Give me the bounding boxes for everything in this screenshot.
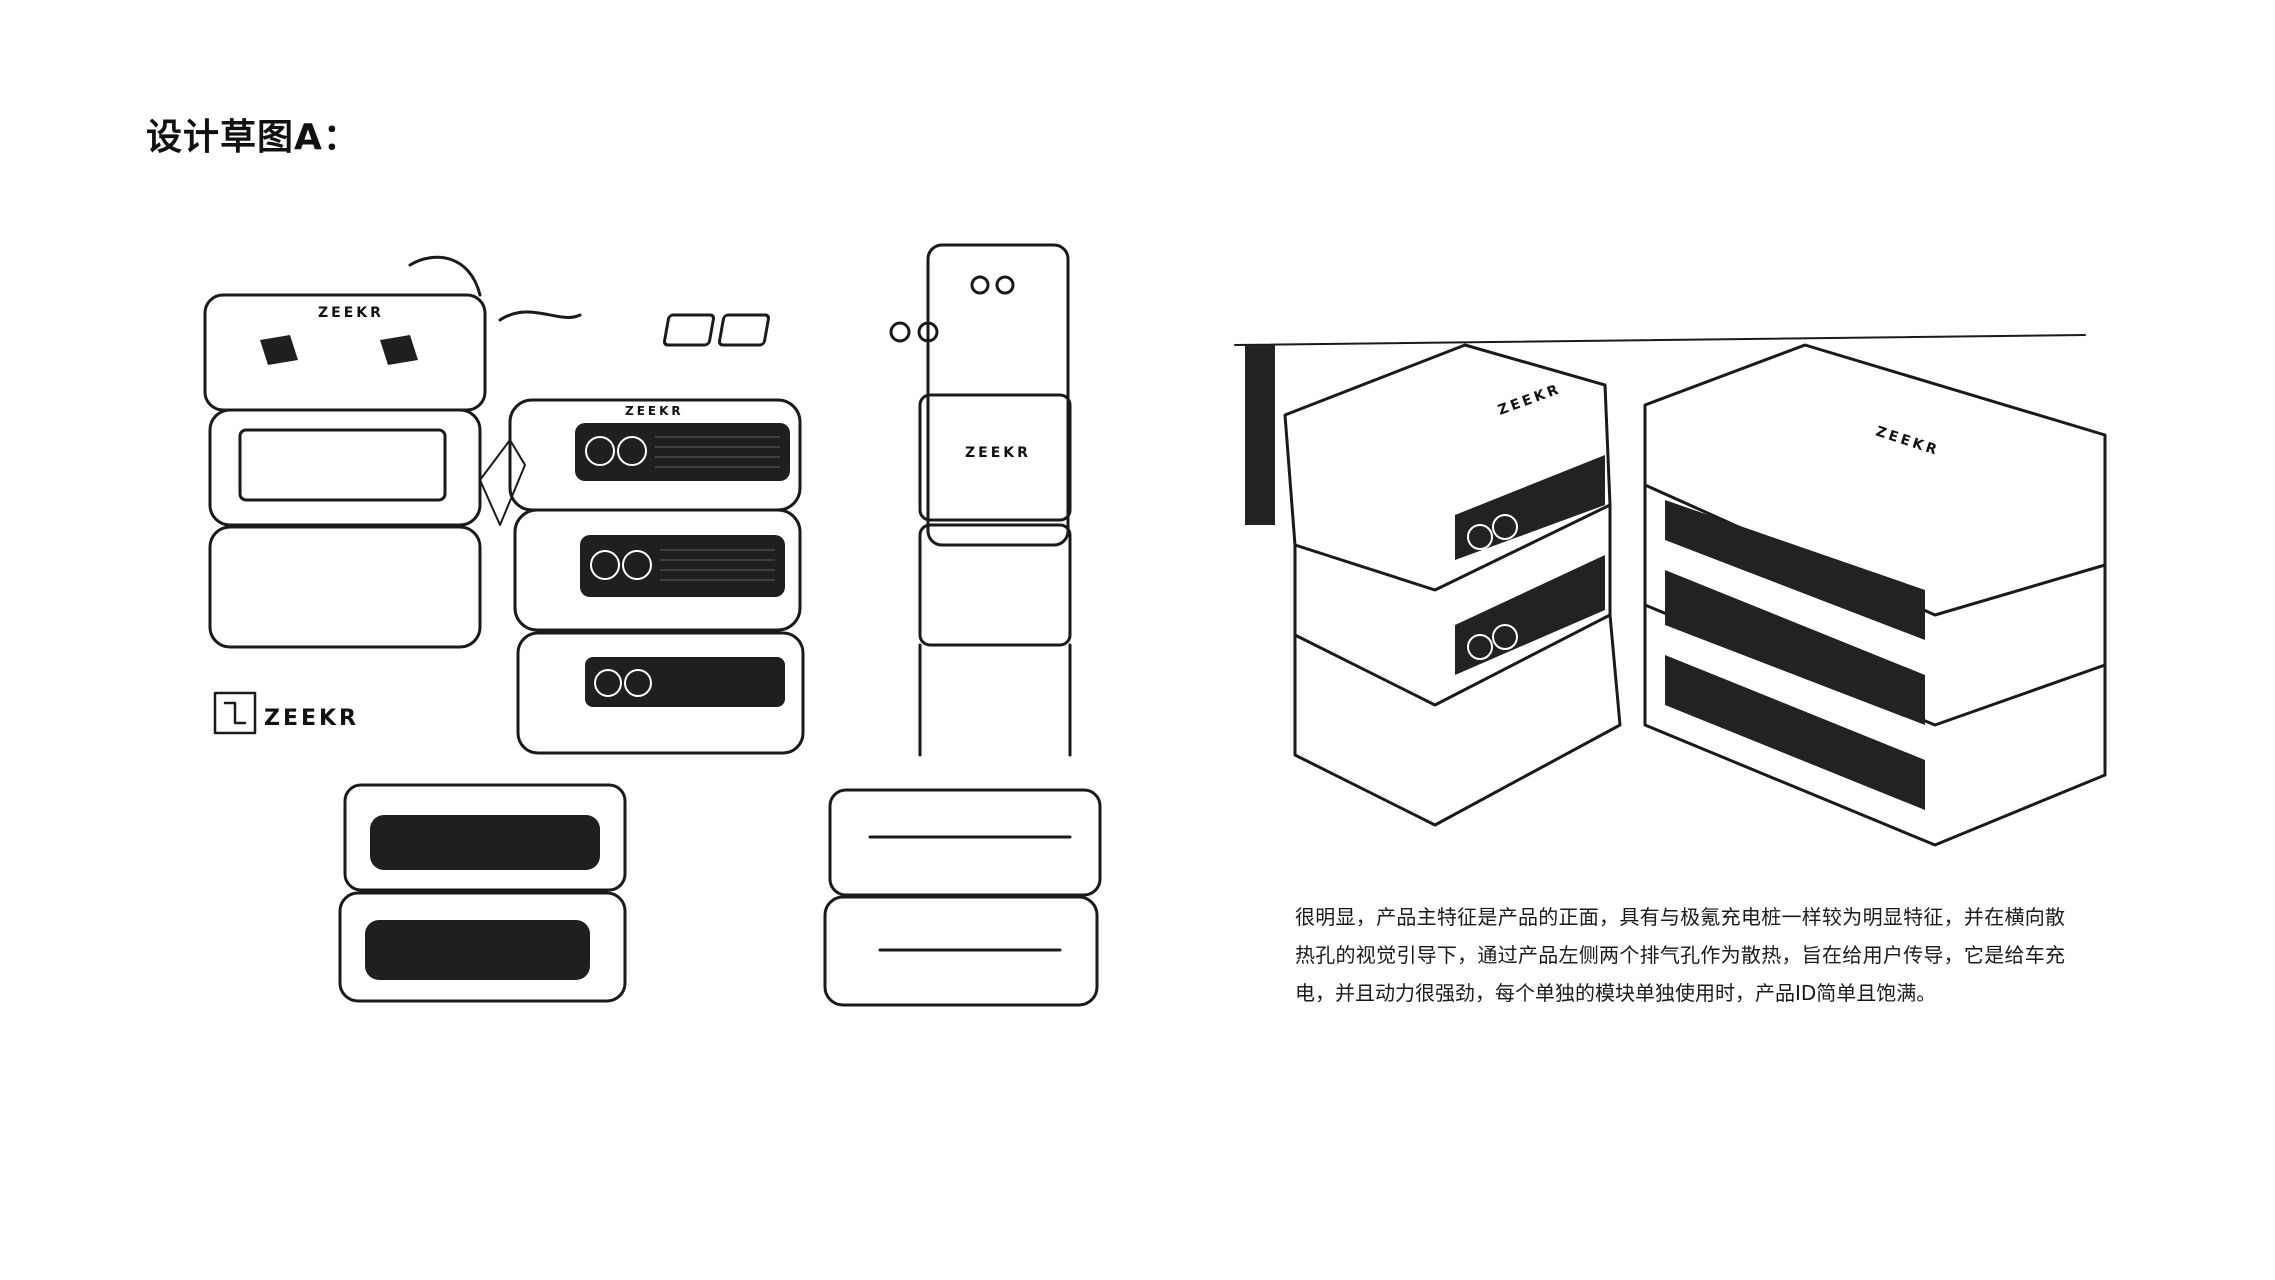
- block-right-logo: ZEEKR: [1874, 424, 1942, 460]
- unit-a-logo: ZEEKR: [318, 305, 384, 321]
- unit-b-middle: [513, 508, 802, 632]
- detail-a-top: [343, 783, 627, 892]
- sketch-logo-text: ZEEKR: [264, 706, 359, 731]
- unit-b-bottom: [516, 631, 805, 755]
- sketch-drawing-right: ZEEKR ZEEKR: [1234, 334, 2107, 847]
- sketch-sheet-right: ZEEKR ZEEKR: [1225, 305, 2125, 865]
- unit-a-bottom: [208, 525, 482, 649]
- page-title: 设计草图A：: [146, 117, 360, 158]
- detail-a-bottom: [338, 891, 627, 1003]
- unit-c-logo: ZEEKR: [965, 445, 1031, 461]
- unit-a-middle: [208, 408, 482, 527]
- sketch-drawing-left: ZEEKR ZEEKR ZEEKR ZEEKR: [203, 243, 1102, 1007]
- detail-b-bottom: [823, 895, 1099, 1007]
- sketch-sheet-left: ZEEKR ZEEKR ZEEKR ZEEKR: [180, 225, 1220, 1040]
- block-left-logo: ZEEKR: [1496, 381, 1563, 419]
- description-text: 很明显，产品主特征是产品的正面，具有与极氪充电桩一样较为明显特征，并在横向散热孔…: [1295, 905, 2065, 1005]
- block-left-top: [1283, 343, 1612, 592]
- detail-b-top: [828, 788, 1102, 897]
- unit-b-logo: ZEEKR: [625, 404, 684, 418]
